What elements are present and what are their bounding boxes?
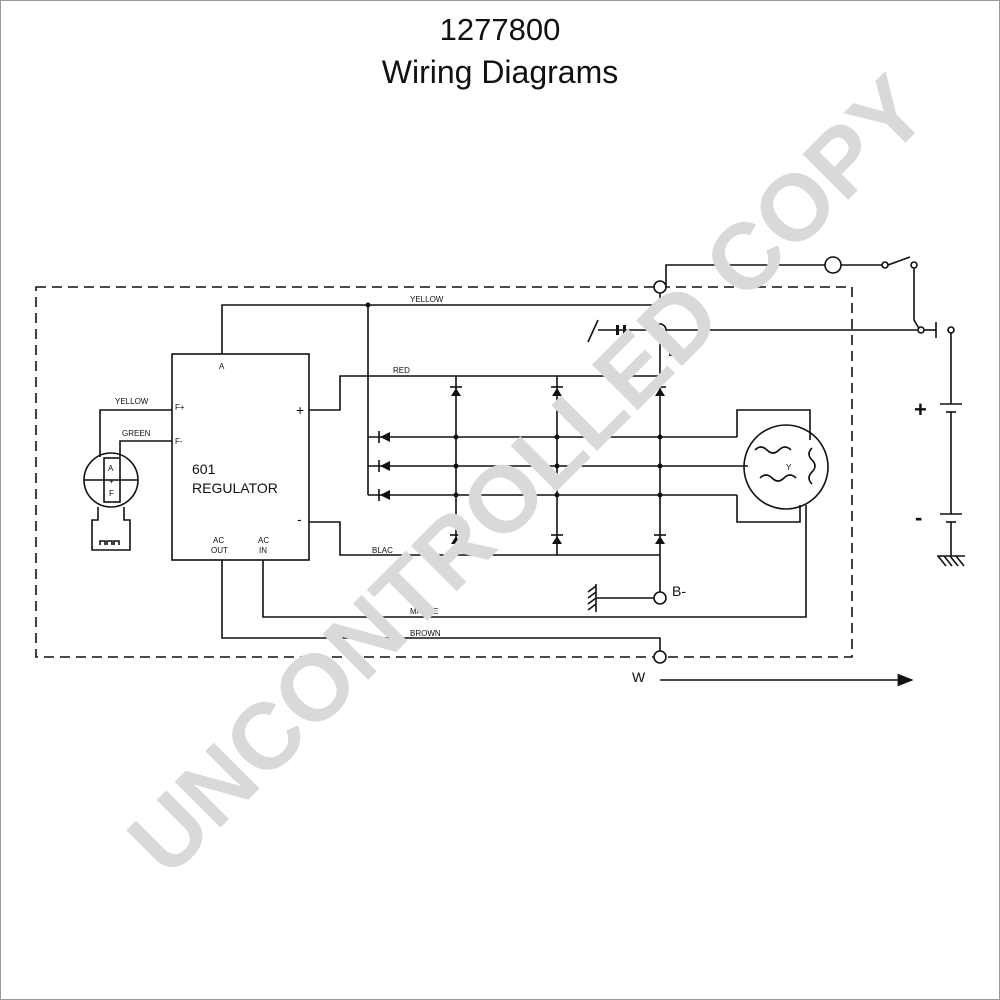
mauve-wire-label: MAUVE — [410, 607, 438, 616]
warning-lamp-icon — [824, 256, 842, 274]
black-wire: BLAC — [309, 521, 660, 556]
plug-label-plus: + — [109, 477, 114, 486]
phase-line-3 — [368, 489, 737, 501]
w-terminal — [653, 650, 667, 664]
black-wire-label: BLAC — [372, 546, 393, 555]
plug-label-f: F — [109, 489, 114, 498]
plug-label-a: A — [108, 464, 114, 473]
battery-feed — [666, 322, 955, 404]
yellow-wire-top: YELLOW — [221, 290, 661, 354]
b-plus-label: B+ — [668, 343, 686, 359]
w-label: W — [632, 669, 646, 685]
regulator-ac-out-label-2: OUT — [211, 546, 228, 555]
stator-center-label: Y — [786, 463, 792, 472]
watermark: UNCONTROLLED COPY — [108, 56, 947, 895]
regulator-ac-in-label-2: IN — [259, 546, 267, 555]
rectifier-diode-upper-2 — [551, 386, 563, 396]
page-title: Wiring Diagrams — [381, 54, 619, 90]
brown-wire-label: BROWN — [410, 629, 441, 638]
brown-wire: BROWN — [221, 560, 661, 655]
rectifier-diode-upper-1 — [450, 386, 462, 396]
stator-winding: Y — [736, 409, 829, 523]
phase-line-2 — [368, 460, 748, 472]
phase-line-1 — [368, 431, 737, 443]
battery-symbol: + - — [914, 397, 962, 556]
regulator-pin-f-minus: F- — [175, 437, 183, 446]
regulator-box — [171, 353, 310, 561]
yellow-left-label: YELLOW — [115, 397, 149, 406]
battery-plus-label: + — [914, 397, 927, 422]
red-wire-label: RED — [393, 366, 410, 375]
regulator-name: REGULATOR — [192, 480, 278, 496]
ground-symbol-battery — [937, 555, 965, 567]
alternator-housing — [35, 286, 853, 658]
rectifier-diode-lower-1 — [450, 534, 462, 544]
b-minus-label: B- — [672, 583, 686, 599]
regulator-pin-f-plus: F+ — [175, 403, 185, 412]
ground-symbol-alternator — [587, 584, 654, 612]
regulator-ac-in-label-1: AC — [258, 536, 269, 545]
suppression-capacitor — [587, 319, 654, 343]
regulator-model: 601 — [192, 461, 216, 477]
red-wire: RED — [309, 366, 660, 411]
junction-dot — [365, 302, 371, 308]
mauve-wire: MAUVE — [262, 505, 807, 618]
regulator-ac-out-label-1: AC — [213, 536, 224, 545]
green-left-label: GREEN — [122, 429, 151, 438]
regulator-pin-a: A — [219, 362, 225, 371]
rectifier-diode-lower-2 — [551, 534, 563, 544]
battery-minus-label: - — [915, 505, 922, 530]
regulator-pin-plus: + — [296, 402, 304, 418]
regulator-pin-minus: - — [297, 511, 302, 527]
part-number: 1277800 — [439, 12, 561, 47]
rectifier-diode-lower-3 — [654, 534, 666, 544]
field-plug-connector: YELLOW GREEN A + F — [83, 397, 172, 551]
yellow-wire-label: YELLOW — [410, 295, 444, 304]
b-minus-terminal — [653, 591, 667, 605]
ignition-switch — [887, 256, 911, 266]
rectifier-diode-upper-3 — [654, 386, 666, 396]
warning-lamp-circuit — [665, 256, 921, 331]
